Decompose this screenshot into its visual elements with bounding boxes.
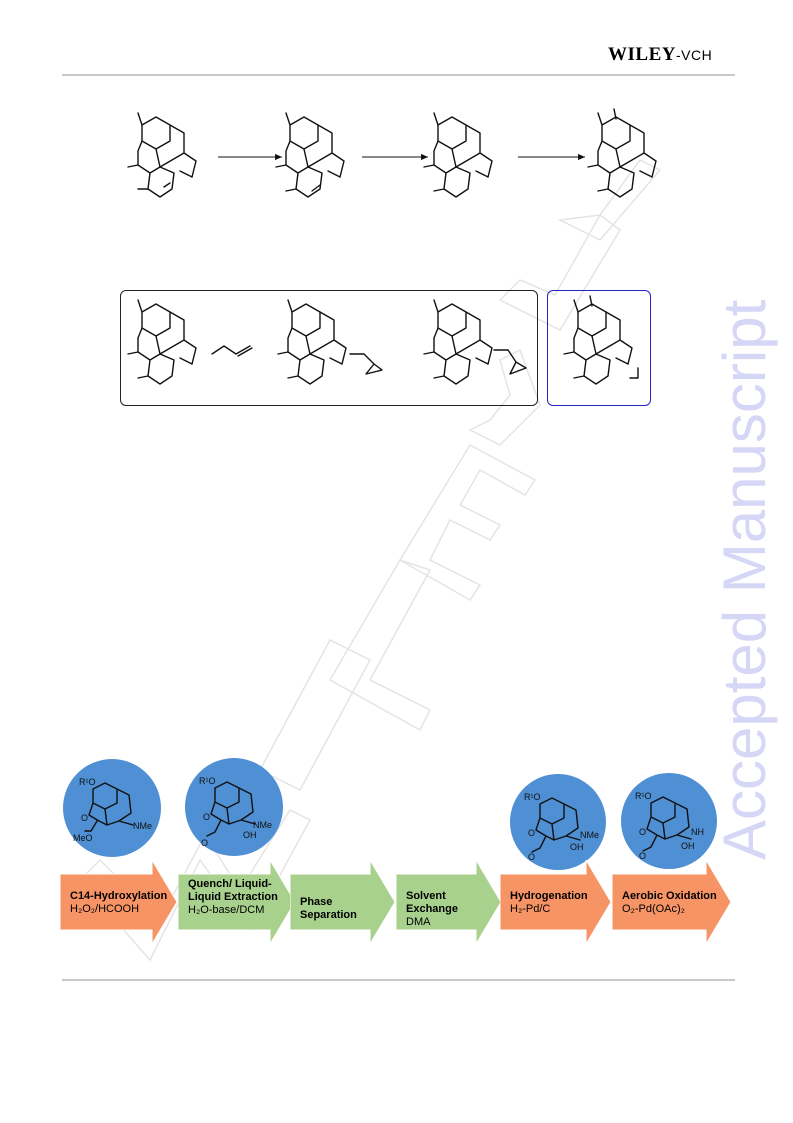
process-step-reagents: H₂O₂/HCOOH [70, 903, 140, 915]
structure-cyclopropylmethyl-2 [423, 299, 527, 385]
related-structures-drawing [127, 295, 639, 385]
molecule-3-extra-label: O [528, 852, 535, 862]
molecule-2-oh-label: OH [243, 830, 257, 840]
structure-cyclopropylmethyl [277, 299, 383, 385]
molecule-3-n-label: NMe [580, 830, 599, 840]
process-step-reagents: H₂-Pd/C [510, 903, 551, 915]
molecule-4-oh-label: OH [681, 841, 695, 851]
molecule-3-oh-label: OH [570, 842, 584, 852]
footer-rule [62, 979, 735, 981]
publisher-suffix: -VCH [675, 47, 713, 63]
molecule-circle-3: R¹O O NMe OH O [510, 774, 606, 870]
process-step-title: Aerobic Oxidation [622, 890, 717, 902]
process-step-arrow-5 [499, 858, 612, 946]
molecule-1 [127, 112, 197, 198]
molecule-4 [587, 108, 657, 198]
process-step-arrow-1 [59, 858, 178, 946]
structure-highlighted [563, 295, 639, 385]
header-rule [62, 74, 735, 76]
molecule-2-extra-label: O [201, 838, 208, 848]
molecule-circle-1: R¹O O NMe MeO [63, 759, 161, 857]
molecule-1-n-label: NMe [133, 821, 152, 831]
process-step-arrow-3 [289, 858, 396, 946]
process-step-3: Phase Separation [289, 858, 396, 946]
molecule-2-n-label: NMe [253, 820, 272, 830]
process-step-arrow-6 [611, 858, 732, 946]
molecule-2 [275, 112, 345, 198]
svg-text:O: O [203, 812, 210, 822]
process-step-reagents: H₂O-base/DCM [188, 904, 265, 916]
process-step-title: Phase Separation [300, 896, 357, 921]
molecule-1-o-label: R¹O [79, 777, 96, 787]
molecule-circle-4: R¹O O NH OH O [621, 773, 717, 869]
svg-text:O: O [639, 827, 646, 837]
structure-allyl [127, 299, 253, 385]
molecule-2-o-label: R¹O [199, 776, 216, 786]
related-structures-box [120, 290, 538, 406]
process-step-title: Solvent Exchange [406, 890, 458, 915]
svg-text:O: O [528, 828, 535, 838]
process-step-reagents: O₂-Pd(OAc)₂ [622, 903, 685, 915]
process-step-arrow-2 [177, 858, 296, 946]
molecule-3-o-label: R¹O [524, 792, 541, 802]
svg-text:O: O [81, 813, 88, 823]
molecule-4-n-label: NH [691, 827, 704, 837]
molecule-4-o-label: R¹O [635, 791, 652, 801]
reaction-scheme-top [127, 108, 657, 198]
molecule-1-extra-label: MeO [73, 833, 93, 843]
publisher-name: WILEY [608, 44, 676, 65]
process-step-title: Hydrogenation [510, 890, 588, 902]
molecule-3 [423, 112, 493, 198]
molecule-4-extra-label: O [639, 851, 646, 861]
molecule-circle-2: R¹O O NMe OH O [185, 758, 283, 856]
process-step-title: C14-Hydroxylation [70, 890, 168, 902]
highlighted-structure-box [547, 290, 651, 406]
process-step-arrow-4 [395, 858, 502, 946]
process-step-reagents: DMA [406, 916, 431, 928]
process-step-title: Quench/ Liquid-Liquid Extraction [188, 878, 278, 903]
publisher-logo: WILEY-VCH [608, 44, 738, 72]
